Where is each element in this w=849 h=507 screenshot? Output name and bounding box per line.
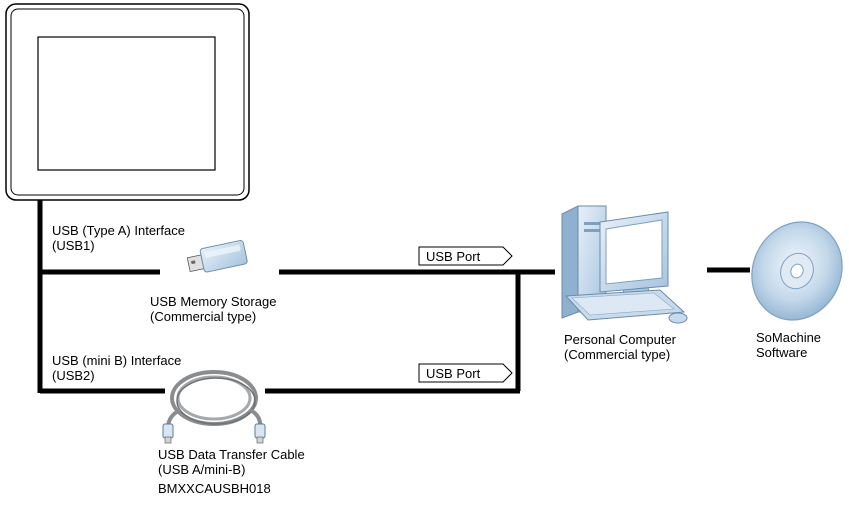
personal-computer-label: Personal Computer (Commercial type): [564, 332, 676, 362]
hmi-screen: [37, 36, 216, 171]
somachine-software-label: SoMachine Software: [756, 330, 822, 360]
usb-port-tag-lower: USB Port: [418, 363, 513, 383]
usb-port-label: USB Port: [426, 249, 481, 264]
usb-cable-icon: [162, 370, 266, 444]
software-disc-icon: [751, 221, 843, 321]
usb-port-label: USB Port: [426, 366, 481, 381]
usb-cable-label: USB Data Transfer Cable (USB A/mini-B) B…: [158, 447, 305, 496]
usb1-interface-label: USB (Type A) Interface (USB1): [52, 223, 185, 253]
usb2-interface-label: USB (mini B) Interface (USB2): [52, 353, 182, 383]
hmi-display-unit: [5, 3, 250, 201]
personal-computer-icon: [561, 205, 688, 324]
connection-lines: [37, 200, 750, 394]
usb-memory-storage-label: USB Memory Storage (Commercial type): [150, 294, 277, 324]
usb-memory-stick-icon: [186, 239, 248, 273]
usb-port-tag-upper: USB Port: [418, 246, 513, 266]
